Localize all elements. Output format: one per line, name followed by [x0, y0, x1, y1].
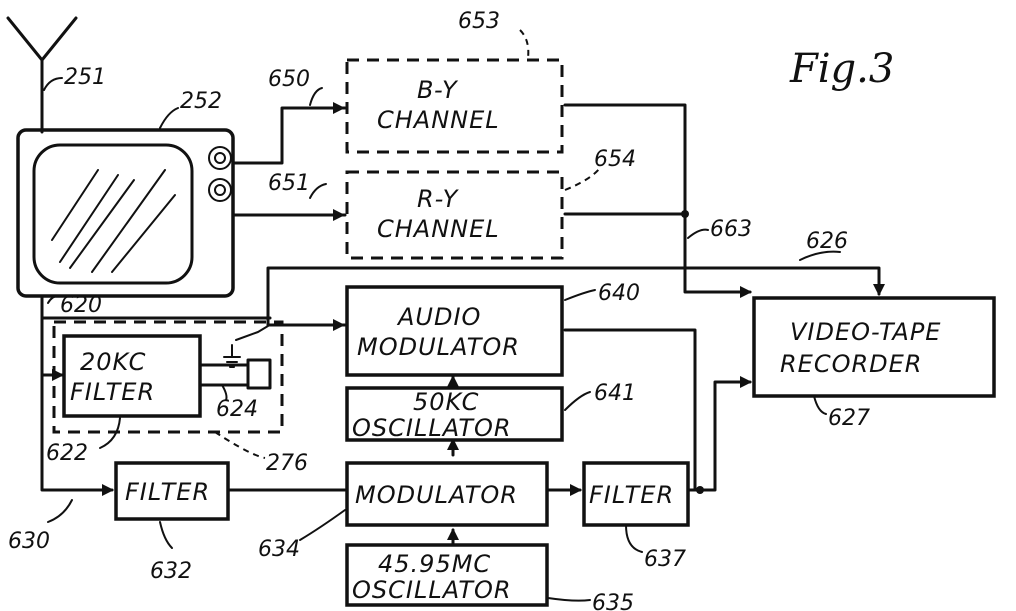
- by-channel-label-2: CHANNEL: [377, 106, 500, 134]
- ref-637: 637: [644, 547, 686, 572]
- ref-663: 663: [710, 217, 752, 242]
- modulator-block: MODULATOR: [345, 461, 549, 527]
- ref-627: 627: [828, 406, 870, 431]
- figure-title: Fig.3: [789, 46, 894, 92]
- audio-modulator-block: AUDIO MODULATOR: [345, 285, 564, 377]
- vtr-label-2: RECORDER: [780, 350, 922, 378]
- oscillator-4595-label: 45.95MC: [378, 550, 491, 578]
- filter-20kc-label-2: FILTER: [70, 378, 155, 406]
- ref-650: 650: [268, 67, 310, 92]
- ref-635: 635: [592, 591, 634, 611]
- filter-632-block: FILTER: [114, 461, 230, 521]
- ref-622: 622: [46, 441, 88, 466]
- ref-620: 620: [60, 293, 102, 318]
- filter-20kc-label: 20KC: [80, 348, 146, 376]
- oscillator-50kc-label-2: OSCILLATOR: [352, 414, 512, 442]
- reference-numerals: 251 252 650 651 653 654 663 626 620 640 …: [8, 9, 870, 611]
- oscillator-50kc-label: 50KC: [413, 388, 479, 416]
- ref-653: 653: [458, 9, 500, 34]
- filter-632-label: FILTER: [125, 478, 210, 506]
- audio-modulator-label-2: MODULATOR: [357, 333, 520, 361]
- by-channel-label: B-Y: [417, 76, 459, 104]
- television-receiver-icon: [16, 128, 235, 298]
- filter-637-block: FILTER: [582, 461, 690, 527]
- ref-654: 654: [594, 147, 636, 172]
- filter-20kc-block: 20KC FILTER: [52, 320, 284, 434]
- oscillator-4595-block: 45.95MC OSCILLATOR: [345, 543, 549, 607]
- reference-leaders: [43, 29, 841, 602]
- ref-634: 634: [258, 537, 300, 562]
- ry-channel-label-2: CHANNEL: [377, 215, 500, 243]
- by-channel-block: B-Y CHANNEL: [345, 58, 564, 154]
- vtr-label: VIDEO-TAPE: [790, 318, 941, 346]
- ref-276: 276: [266, 451, 308, 476]
- signal-lines: [40, 102, 885, 547]
- ry-channel-block: R-Y CHANNEL: [345, 170, 564, 260]
- oscillator-50kc-block: 50KC OSCILLATOR: [345, 386, 564, 442]
- ref-626: 626: [806, 229, 848, 254]
- ref-630: 630: [8, 529, 50, 554]
- modulator-label: MODULATOR: [355, 481, 518, 509]
- oscillator-4595-label-2: OSCILLATOR: [352, 576, 512, 604]
- filter-637-label: FILTER: [589, 481, 674, 509]
- ref-640: 640: [598, 281, 640, 306]
- antenna-icon: [6, 16, 78, 134]
- video-tape-recorder-block: VIDEO-TAPE RECORDER: [752, 296, 996, 398]
- audio-modulator-label: AUDIO: [396, 303, 481, 331]
- ref-624: 624: [216, 397, 258, 422]
- ref-651: 651: [268, 171, 310, 196]
- ref-632: 632: [150, 559, 192, 584]
- ref-641: 641: [594, 381, 636, 406]
- ry-channel-label: R-Y: [417, 185, 460, 213]
- ref-251: 251: [64, 65, 106, 90]
- ref-252: 252: [180, 89, 222, 114]
